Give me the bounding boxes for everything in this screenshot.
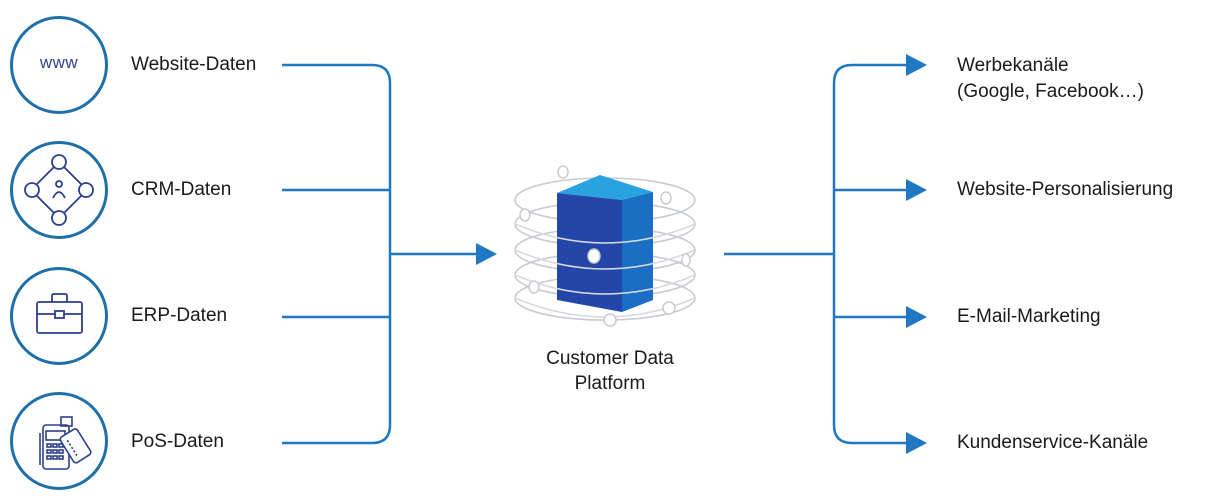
output-label-kundenservice: Kundenservice-Kanäle: [957, 432, 1149, 453]
output-label-werbekanaele-line2: (Google, Facebook…): [957, 81, 1144, 102]
cdp-label: Customer Data Platform: [510, 346, 710, 396]
source-line-website: [282, 63, 392, 445]
source-label-pos: PoS-Daten: [131, 431, 224, 452]
source-icon-erp: [10, 267, 108, 365]
cube-side: [622, 192, 653, 312]
source-icon-pos: [10, 392, 108, 490]
output-label-personalisierung: Website-Personalisierung: [957, 179, 1174, 200]
output-label-werbekanaele-line1: Werbekanäle: [957, 55, 1069, 76]
output-label-email: E-Mail-Marketing: [957, 306, 1101, 327]
arrow-head-email: [906, 306, 927, 328]
card-terminal-icon: [39, 416, 92, 470]
database-server-icon: [514, 165, 696, 327]
arrow-head-personalisierung: [906, 179, 927, 201]
network-person-icon: [24, 154, 94, 226]
arrow-head-cdp: [476, 243, 497, 265]
orbit-nodes: [519, 165, 691, 327]
briefcase-icon: [36, 293, 83, 334]
source-icon-website: www: [10, 16, 108, 114]
arrow-head-werbekanaele: [906, 54, 927, 76]
cube-top: [557, 175, 653, 200]
arrow-head-kundenservice: [906, 432, 927, 454]
output-label-werbekanaele: Werbekanäle (Google, Facebook…): [957, 53, 1144, 105]
cdp-label-line1: Customer Data: [546, 348, 674, 369]
source-icon-crm: [10, 141, 108, 239]
cdp-label-line2: Platform: [574, 373, 646, 394]
www-icon: www: [39, 53, 79, 72]
source-label-crm: CRM-Daten: [131, 179, 232, 200]
source-label-website: Website-Daten: [131, 54, 257, 75]
output-bus: [832, 63, 906, 445]
source-label-erp: ERP-Daten: [131, 305, 228, 326]
